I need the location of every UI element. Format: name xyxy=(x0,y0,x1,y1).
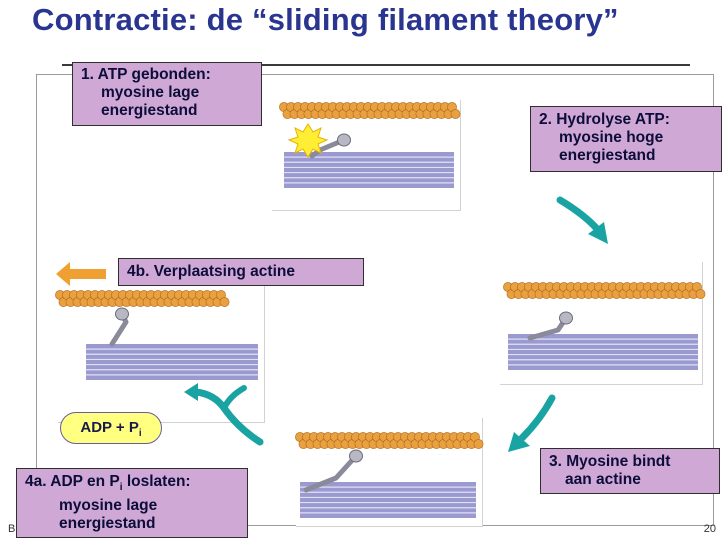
step4a-line3: energiestand xyxy=(59,515,156,533)
step4a-label: 4a. ADP en Pi loslaten: myosine lage ene… xyxy=(16,468,248,538)
teal-cycle-arrow-head-icon xyxy=(508,432,530,452)
step4b-line1: 4b. Verplaatsing actine xyxy=(127,263,295,280)
myosin-thick-filament xyxy=(508,334,698,370)
footer-left-text: B xyxy=(8,523,16,535)
teal-cycle-arrow-head-icon xyxy=(588,222,608,244)
atp-burst-icon xyxy=(287,123,329,158)
myosin-head xyxy=(337,133,351,147)
step2-line1: 2. Hydrolyse ATP: xyxy=(539,111,670,128)
adp-pi-prefix: ADP + P xyxy=(80,419,139,436)
actin-bead xyxy=(219,297,230,307)
myosin-thick-filament xyxy=(86,344,258,380)
step4a-line1: 4a. ADP en Pi loslaten: xyxy=(25,473,247,497)
step4b-label: 4b. Verplaatsing actine xyxy=(118,258,364,286)
step1-line2: myosine lage xyxy=(101,84,200,101)
teal-cycle-arrow-head-icon xyxy=(184,383,198,401)
step2-line2: myosine hoge xyxy=(559,129,664,146)
title-underline xyxy=(62,64,690,66)
step3-label: 3. Myosine bindt aan actine xyxy=(540,448,720,494)
step1-line1: 1. ATP gebonden: xyxy=(81,66,211,83)
orange-left-arrow-icon xyxy=(56,262,106,286)
teal-cycle-arrow-icon xyxy=(518,394,556,442)
adp-pi-badge: ADP + Pi xyxy=(60,412,162,444)
step1-line3: energiestand xyxy=(101,102,198,119)
step1-label: 1. ATP gebonden: myosine lage energiesta… xyxy=(72,62,262,126)
step4a-suffix: loslaten: xyxy=(122,473,191,490)
step2-label: 2. Hydrolyse ATP: myosine hoge energiest… xyxy=(530,106,722,172)
teal-cycle-arrow-icon xyxy=(556,196,602,234)
myosin-neck xyxy=(303,453,359,493)
step3-line2: aan actine xyxy=(565,471,641,488)
slide-title: Contractie: de “sliding filament theory” xyxy=(32,2,619,37)
myosin-head xyxy=(559,311,573,325)
adp-pi-sub: i xyxy=(138,428,142,439)
step4a-prefix: 4a. ADP en P xyxy=(25,473,120,490)
myosin-thick-filament xyxy=(300,482,476,518)
actin-bead xyxy=(695,289,706,299)
step4a-line2: myosine lage xyxy=(59,497,158,515)
teal-cycle-branch-icon xyxy=(221,385,247,411)
myosin-head xyxy=(349,449,363,463)
step2-line3: energiestand xyxy=(559,147,656,164)
step3-line1: 3. Myosine bindt xyxy=(549,453,671,470)
actin-bead xyxy=(450,109,461,119)
step4a-sub: i xyxy=(119,482,123,494)
page-number: 20 xyxy=(703,523,716,535)
actin-bead xyxy=(473,439,484,449)
myosin-head xyxy=(115,307,129,321)
